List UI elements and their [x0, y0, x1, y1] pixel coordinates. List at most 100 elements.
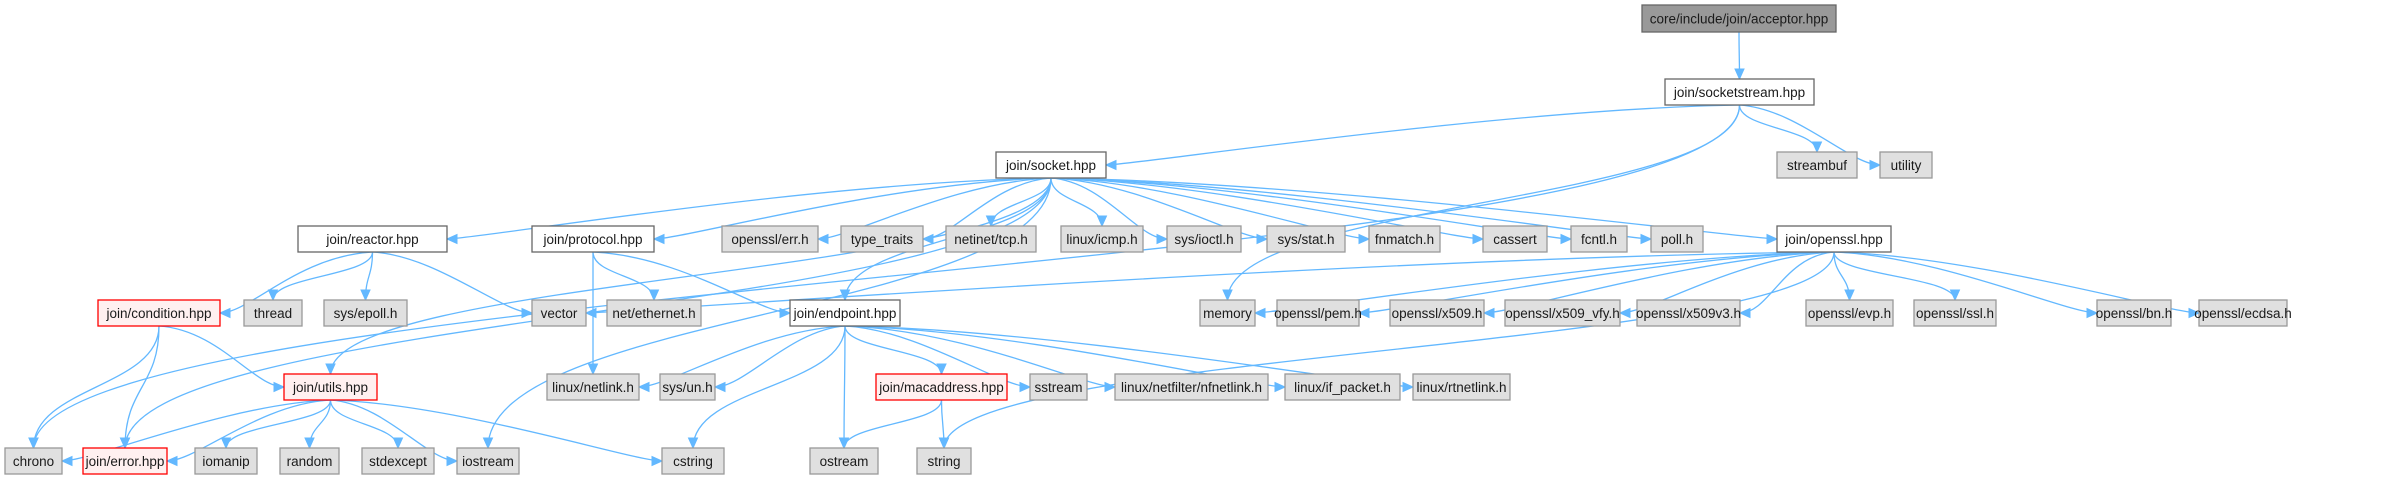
edge-line: [1619, 251, 1835, 314]
node-macaddress[interactable]: join/macaddress.hpp: [875, 373, 1008, 401]
edge-line: [1050, 177, 1268, 240]
edge-socket-to-sys-ioctl: [1050, 177, 1169, 245]
edge-reactor-to-thread: [267, 251, 374, 302]
node-socket[interactable]: join/socket.hpp: [995, 151, 1107, 179]
node-label: sys/epoll.h: [334, 306, 398, 321]
node-sys-ioctl: sys/ioctl.h: [1166, 225, 1242, 253]
node-openssl-err: openssl/err.h: [721, 225, 819, 253]
node-openssl-pem: openssl/pem.h: [1274, 299, 1362, 327]
arrowhead-icon: [1222, 289, 1233, 302]
node-box: [659, 373, 716, 401]
arrowhead-icon: [816, 233, 829, 245]
arrowhead-icon: [60, 455, 73, 467]
edge-socket-to-cassert: [1050, 177, 1485, 245]
node-linux-icmp: linux/icmp.h: [1060, 225, 1144, 253]
node-label: cassert: [1493, 232, 1537, 247]
node-label: join/error.hpp: [85, 454, 165, 469]
arrowhead-icon: [687, 437, 699, 450]
node-box: [1284, 373, 1401, 401]
nodes-layer: core/include/join/acceptor.hpp join/socke…: [4, 4, 2292, 475]
arrowhead-icon: [267, 289, 279, 302]
node-box: [279, 447, 340, 475]
node-label: cstring: [673, 454, 713, 469]
node-label: iostream: [462, 454, 514, 469]
node-error[interactable]: join/error.hpp: [82, 447, 168, 475]
node-sys-un: sys/un.h: [659, 373, 716, 401]
node-label: fnmatch.h: [1375, 232, 1434, 247]
node-sys-epoll: sys/epoll.h: [323, 299, 408, 327]
edge-protocol-to-net-ethernet: [592, 251, 660, 302]
edge-macaddress-to-ostream: [838, 399, 943, 450]
edge-line: [329, 399, 399, 449]
node-utils[interactable]: join/utils.hpp: [283, 373, 378, 401]
edge-endpoint-to-sstream: [844, 325, 1032, 393]
node-condition[interactable]: join/condition.hpp: [97, 299, 221, 327]
node-label: memory: [1203, 306, 1252, 321]
edge-endpoint-to-ostream: [838, 325, 850, 450]
edge-line: [843, 399, 943, 449]
arrowhead-icon: [392, 437, 404, 450]
node-thread: thread: [243, 299, 303, 327]
node-openssl-x509v3: openssl/x509v3.h: [1636, 299, 1741, 327]
arrowhead-icon: [713, 381, 726, 393]
edge-socketstream-to-streambuf: [1738, 104, 1823, 154]
edge-socketstream-to-utility: [1739, 104, 1882, 171]
node-box: [323, 299, 408, 327]
node-box: [1276, 299, 1360, 327]
node-box: [606, 299, 702, 327]
node-openssl-hpp[interactable]: join/openssl.hpp: [1776, 225, 1892, 253]
node-box: [531, 299, 587, 327]
node-socketstream[interactable]: join/socketstream.hpp: [1664, 78, 1815, 106]
edge-line: [1105, 104, 1740, 166]
edge-line: [1833, 251, 2200, 314]
node-box: [2096, 299, 2172, 327]
arrowhead-icon: [652, 233, 665, 245]
node-box: [1913, 299, 1997, 327]
node-label: openssl/x509v3.h: [1636, 306, 1741, 321]
arrowhead-icon: [119, 437, 131, 450]
node-label: sstream: [1034, 380, 1082, 395]
edge-line: [446, 177, 1052, 240]
node-random: random: [279, 447, 340, 475]
arrowhead-icon: [273, 381, 286, 393]
node-box: [297, 225, 448, 253]
node-endpoint[interactable]: join/endpoint.hpp: [789, 299, 901, 327]
edge-line: [272, 251, 374, 301]
arrowhead-icon: [1104, 381, 1117, 393]
node-poll: poll.h: [1650, 225, 1704, 253]
node-box: [1266, 225, 1346, 253]
node-box: [456, 447, 520, 475]
edge-socket-to-utils: [325, 177, 1052, 376]
node-box: [1412, 373, 1511, 401]
node-stdexcept: stdexcept: [361, 447, 435, 475]
arrowhead-icon: [1640, 233, 1653, 245]
node-acceptor[interactable]: core/include/join/acceptor.hpp: [1641, 4, 1837, 33]
node-label: openssl/pem.h: [1274, 306, 1362, 321]
arrowhead-icon: [584, 307, 597, 319]
node-label: openssl/ecdsa.h: [2194, 306, 2292, 321]
node-reactor[interactable]: join/reactor.hpp: [297, 225, 448, 253]
arrowhead-icon: [1472, 233, 1485, 245]
edge-line: [844, 325, 1031, 388]
arrowhead-icon: [1734, 68, 1745, 81]
node-box: [1776, 151, 1858, 179]
node-box: [1368, 225, 1441, 253]
edge-endpoint-to-linux-nfnetlink: [844, 325, 1117, 393]
node-label: join/endpoint.hpp: [793, 306, 897, 321]
arrowhead-icon: [304, 437, 315, 450]
node-box: [661, 447, 725, 475]
edge-reactor-to-condition: [218, 251, 373, 319]
edge-socket-to-openssl-hpp: [1050, 177, 1779, 245]
edge-endpoint-to-linux-netlink: [637, 325, 846, 393]
edge-socket-to-protocol: [652, 177, 1052, 245]
node-box: [194, 447, 258, 475]
edge-openssl-hpp-to-openssl-ssl: [1833, 251, 1961, 302]
edge-line: [1050, 177, 1103, 227]
node-label: join/openssl.hpp: [1784, 232, 1883, 247]
node-protocol[interactable]: join/protocol.hpp: [531, 225, 655, 253]
node-box: [2198, 299, 2288, 327]
node-label: chrono: [13, 454, 54, 469]
node-label: netinet/tcp.h: [954, 232, 1028, 247]
node-box: [916, 447, 972, 475]
node-box: [1389, 299, 1485, 327]
